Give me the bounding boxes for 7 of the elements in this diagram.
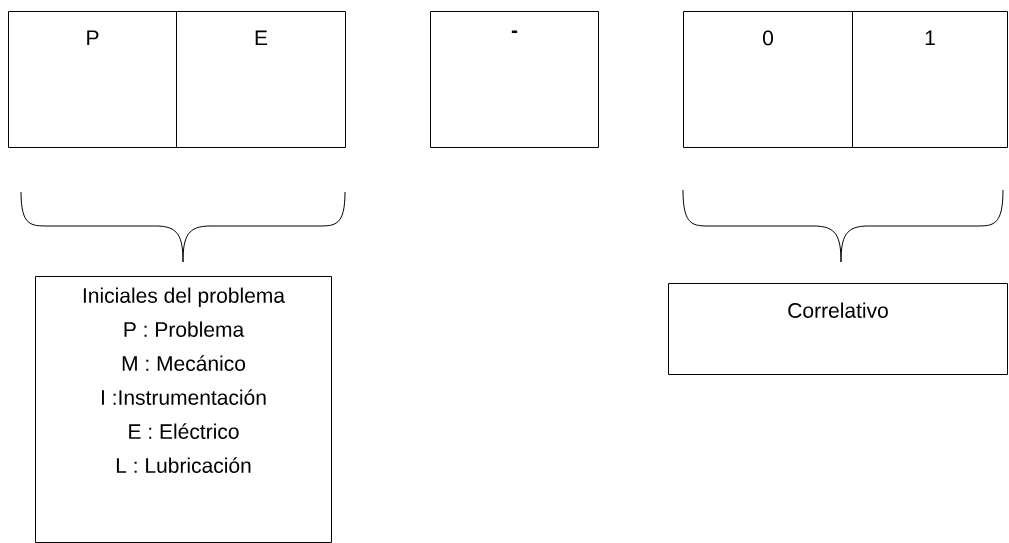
definition-box: Iniciales del problema P : Problema M : Mecánico I :Instrumentación E : Eléctrico L : Lubricación	[35, 276, 332, 543]
letter-box: 0	[683, 11, 853, 148]
letter-box: Correlativo	[668, 283, 1008, 375]
letter-box: E	[176, 11, 346, 148]
letter-box: -	[430, 11, 599, 148]
letter-box: 1	[852, 11, 1008, 148]
letter-box: P	[8, 11, 177, 148]
